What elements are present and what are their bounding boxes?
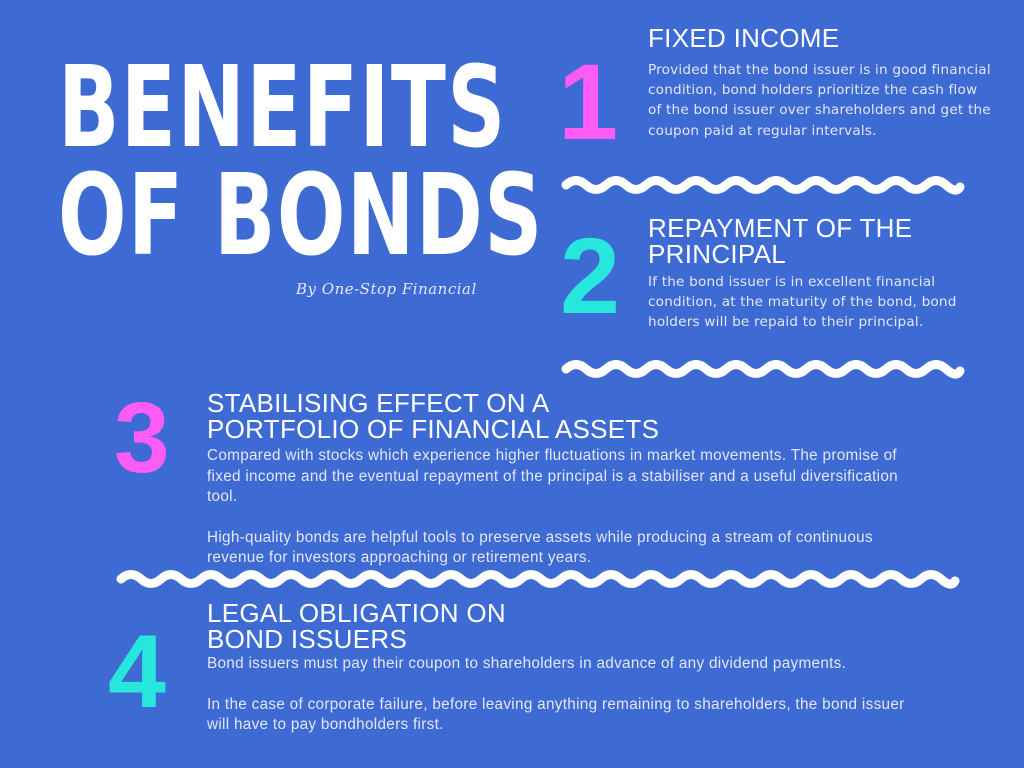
heading-line: PRINCIPAL [648,239,787,269]
benefit-number-3: 3 [114,382,170,494]
benefit-heading-2: REPAYMENT OF THE PRINCIPAL [648,215,912,267]
heading-line: LEGAL OBLIGATION ON [207,598,506,628]
wave-divider-icon [116,570,960,589]
heading-line: REPAYMENT OF THE [648,213,913,243]
benefit-paragraph: Provided that the bond issuer is in good… [648,62,991,139]
benefit-body-1: Provided that the bond issuer is in good… [648,60,993,141]
benefit-body-4: Bond issuers must pay their coupon to sh… [207,654,922,736]
benefit-heading-4: LEGAL OBLIGATION ON BOND ISSUERS [207,600,506,652]
benefit-paragraph: In the case of corporate failure, before… [207,695,905,734]
heading-line: STABILISING EFFECT ON A [207,388,550,418]
benefit-body-2: If the bond issuer is in excellent finan… [648,272,993,333]
benefit-number-4: 4 [108,614,166,730]
byline: By One-Stop Financial [296,280,477,298]
heading-line: PORTFOLIO OF FINANCIAL ASSETS [207,414,660,444]
benefit-paragraph: If the bond issuer is in excellent finan… [648,274,957,331]
benefit-paragraph: Compared with stocks which experience hi… [207,447,898,506]
title-line-1: BENEFITS [58,43,507,173]
title-line-2: OF BONDS [58,151,544,281]
wave-divider-icon [561,176,965,195]
benefit-heading-1: FIXED INCOME [648,25,839,51]
benefit-heading-3: STABILISING EFFECT ON A PORTFOLIO OF FIN… [207,390,659,442]
benefit-body-3: Compared with stocks which experience hi… [207,446,922,569]
heading-line: BOND ISSUERS [207,624,408,654]
wave-divider-icon [561,360,965,379]
benefit-paragraph: High-quality bonds are helpful tools to … [207,528,873,567]
page-title: BENEFITS OF BONDS [58,43,544,281]
benefit-number-2: 2 [560,215,621,336]
heading-line: FIXED INCOME [648,23,840,53]
benefit-paragraph: Bond issuers must pay their coupon to sh… [207,655,847,672]
benefit-number-1: 1 [558,41,619,162]
